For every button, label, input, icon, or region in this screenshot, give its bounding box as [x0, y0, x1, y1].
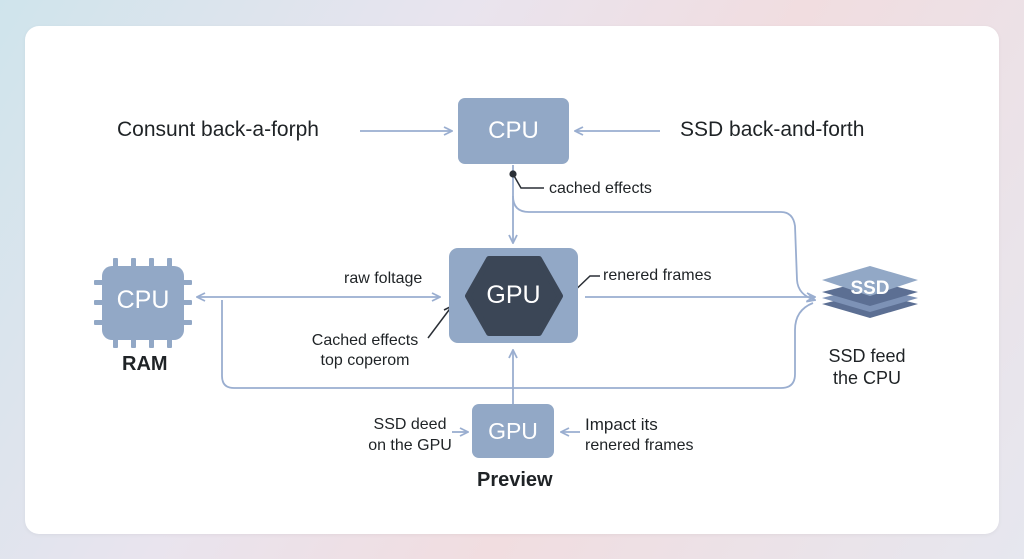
ssd-caption: SSD feed the CPU [812, 345, 922, 389]
ram-cpu-label: CPU [116, 286, 170, 314]
ssd-node[interactable]: SSD [818, 262, 922, 322]
ssd-label: SSD [850, 278, 890, 299]
cpu-top-node[interactable]: CPU [458, 98, 569, 164]
annotation-cached-top-line2: top coperom [320, 352, 410, 369]
ssd-caption-line1: SSD feed [828, 346, 906, 366]
leader-dot-cached [509, 170, 517, 178]
preview-caption: Preview [477, 469, 553, 491]
leader-cached-top [427, 306, 452, 339]
annotation-ssd-deed-line1: SSD deed [373, 416, 447, 433]
ram-cpu-chip[interactable]: CPU [94, 258, 194, 348]
annotation-cached-effects: cached effects [549, 180, 652, 197]
cpu-top-label: CPU [488, 117, 539, 144]
top-right-label: SSD back-and-forth [680, 118, 865, 141]
ram-caption: RAM [122, 353, 168, 375]
annotation-impact-line1: Impact its [585, 415, 658, 434]
gpu-main-node[interactable]: GPU [449, 248, 578, 343]
ssd-stack-icon [822, 266, 918, 318]
annotation-impact-line2: renered frames [585, 437, 694, 454]
arrow-cached-to-ssd [512, 195, 815, 300]
gpu-main-label: GPU [486, 281, 541, 309]
annotation-rendered-frames: renered frames [603, 267, 712, 284]
gpu-preview-node[interactable]: GPU [472, 404, 554, 458]
top-left-label: Consunt back-a-forph [117, 118, 319, 141]
leader-cached-effects [512, 173, 544, 189]
chip-icon [94, 258, 192, 348]
annotation-impact: Impact its renered frames [585, 414, 694, 456]
gpu-hexagon-icon [465, 256, 563, 336]
annotation-cached-top: Cached effects top coperom [300, 331, 430, 371]
ssd-caption-line2: the CPU [832, 368, 902, 388]
annotation-cached-top-line1: Cached effects [311, 332, 419, 349]
annotation-raw-voltage: raw foltage [344, 270, 423, 287]
gpu-preview-label: GPU [488, 417, 538, 444]
annotation-ssd-deed: SSD deed on the GPU [362, 414, 458, 456]
arrow-bottom-loop [221, 300, 814, 389]
annotation-ssd-deed-line2: on the GPU [368, 437, 452, 454]
